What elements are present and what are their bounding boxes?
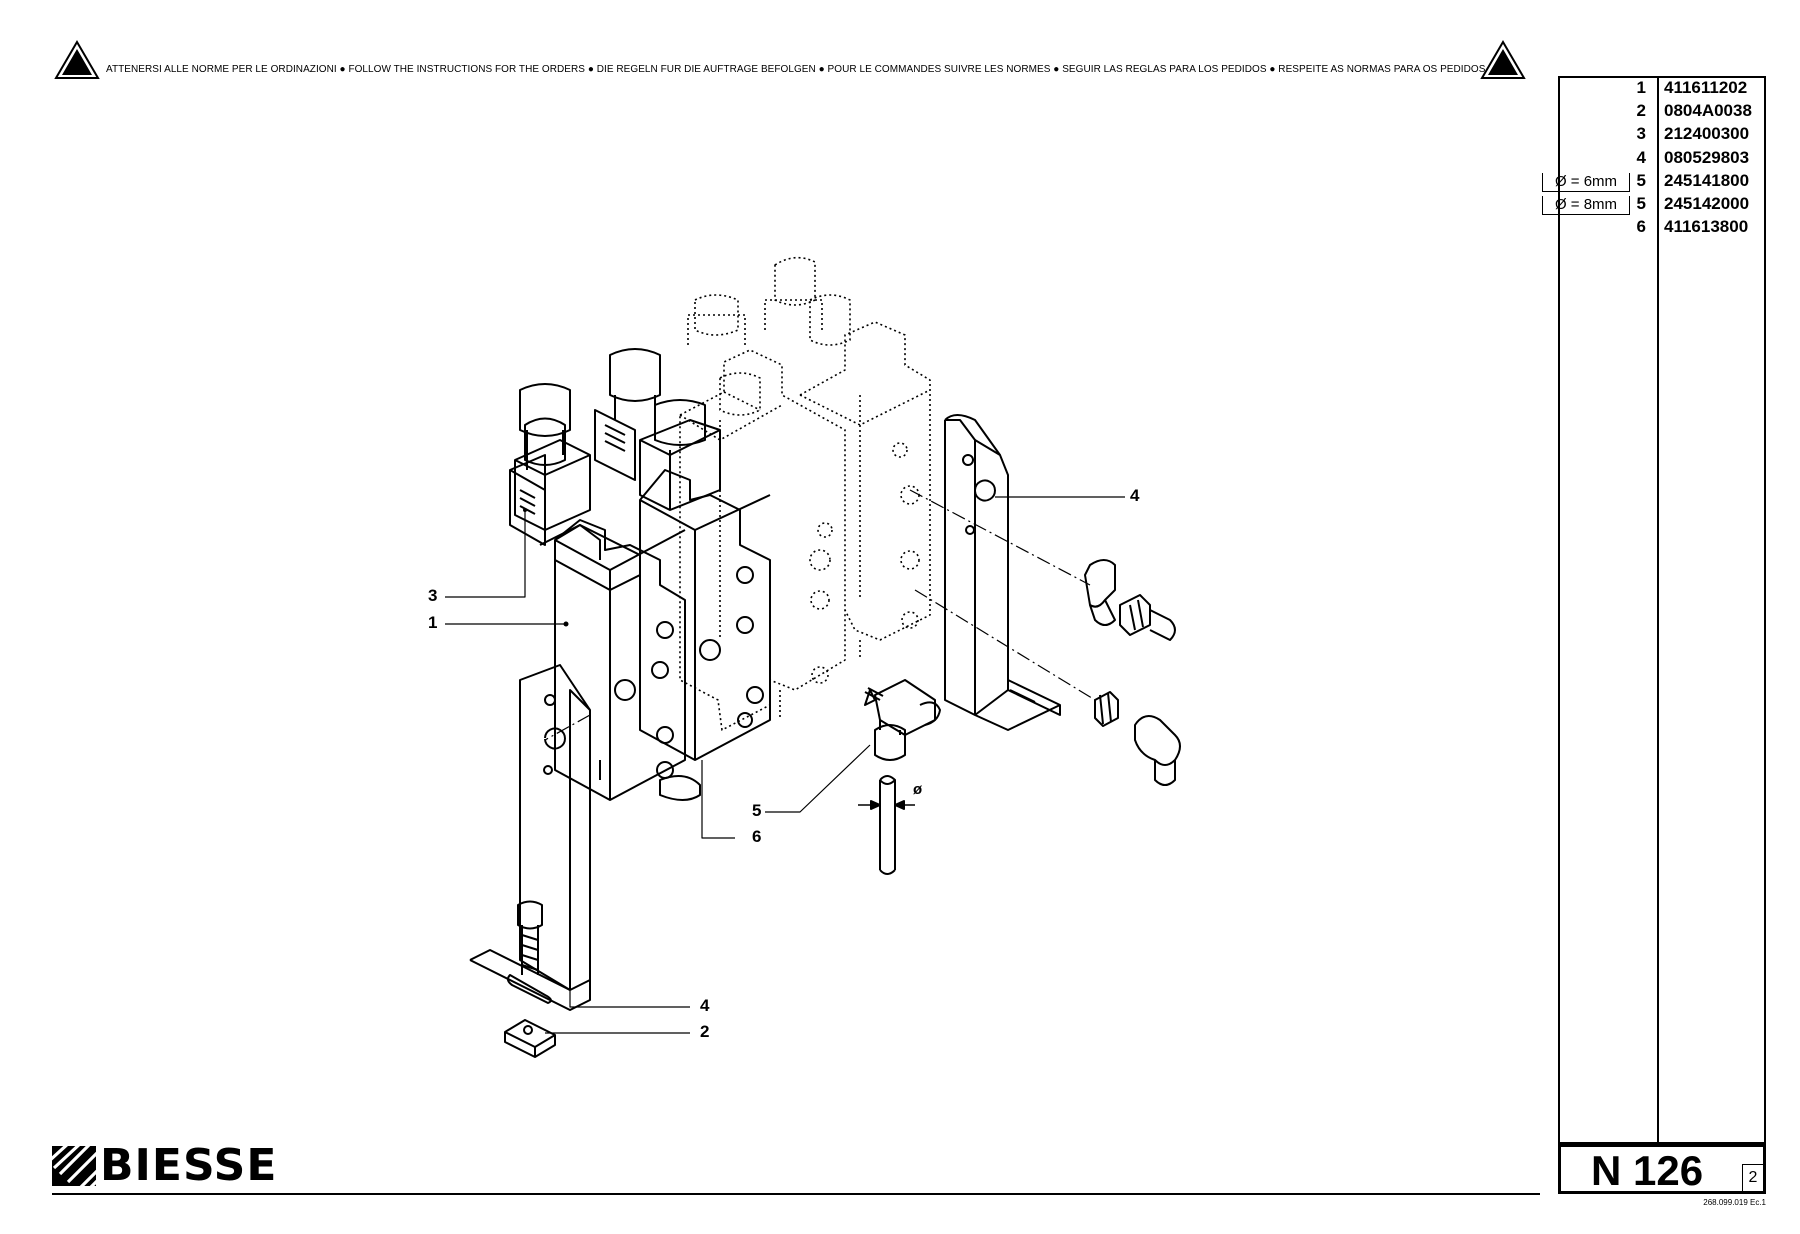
coil-connector (509, 383, 571, 546)
callout-4-bottom: 4 (700, 996, 710, 1015)
callout-4-right: 4 (1130, 486, 1140, 505)
mounting-bracket-right (944, 414, 1061, 731)
valve-body-front (554, 519, 686, 801)
biesse-logo: BIESSE (52, 1140, 278, 1191)
callout-2: 2 (700, 1022, 710, 1041)
part-number-1: 1 (1636, 78, 1646, 97)
mounting-bracket-left (469, 664, 591, 1011)
warning-triangle-icon (1480, 40, 1526, 79)
footer-rule (52, 1193, 1540, 1195)
t-nut (504, 1019, 556, 1058)
part-code-3: 212400300 (1664, 124, 1750, 144)
solenoid-coil-middle (639, 399, 721, 511)
plug-fitting (659, 775, 701, 801)
banner-text: ATTENERSI ALLE NORME PER LE ORDINAZIONI … (106, 64, 1486, 75)
elbow-fitting-upper (1084, 559, 1176, 641)
pneumatic-tube (858, 775, 915, 875)
diameter-tag: Ø = 8mm (1542, 196, 1630, 215)
sheet-number: 2 (1742, 1164, 1763, 1191)
elbow-fitting-lower (1094, 691, 1181, 786)
push-in-tee-fitting (864, 679, 941, 761)
logo-wordmark: BIESSE (100, 1140, 278, 1191)
table-code: N 126 (1591, 1147, 1704, 1194)
callout-3: 3 (428, 586, 438, 605)
table-code-box: N 126 2 (1558, 1144, 1766, 1194)
phantom-valve-group (679, 256, 931, 731)
valve-body-middle (639, 469, 771, 761)
part-number-7: 6 (1636, 217, 1646, 237)
coil-connector-middle (594, 348, 661, 481)
warning-triangle-icon (54, 40, 100, 79)
parts-list-panel (1558, 76, 1766, 1144)
part-number-5: 5 (1636, 170, 1646, 190)
part-number-6: 5 (1636, 194, 1646, 213)
callout-5: 5 (752, 801, 762, 820)
cap-screw (517, 900, 543, 975)
diameter-tag: Ø = 6mm (1542, 172, 1630, 192)
part-code-5: 245141800 (1664, 170, 1750, 190)
part-number-3: 3 (1636, 124, 1646, 144)
part-code-1: 411611202 (1664, 78, 1748, 97)
callout-leader-lines (445, 496, 1125, 1034)
order-instructions-banner: ATTENERSI ALLE NORME PER LE ORDINAZIONI … (54, 40, 1526, 80)
part-code-4: 080529803 (1664, 147, 1750, 167)
part-number-4: 4 (1636, 147, 1646, 167)
biesse-logo-mark-icon (52, 1146, 96, 1186)
part-code-2: 0804A0038 (1664, 101, 1752, 121)
callout-1: 1 (428, 613, 438, 632)
document-reference: 268.099.019 Ec.1 (1703, 1198, 1766, 1207)
part-code-7: 411613800 (1664, 217, 1749, 237)
diameter-symbol: ø (913, 781, 923, 798)
callout-6: 6 (752, 827, 762, 846)
assembly-centerlines (544, 489, 1096, 741)
parts-column-divider (1657, 78, 1659, 1142)
part-code-6: 245142000 (1664, 194, 1750, 213)
part-number-2: 2 (1636, 101, 1646, 121)
